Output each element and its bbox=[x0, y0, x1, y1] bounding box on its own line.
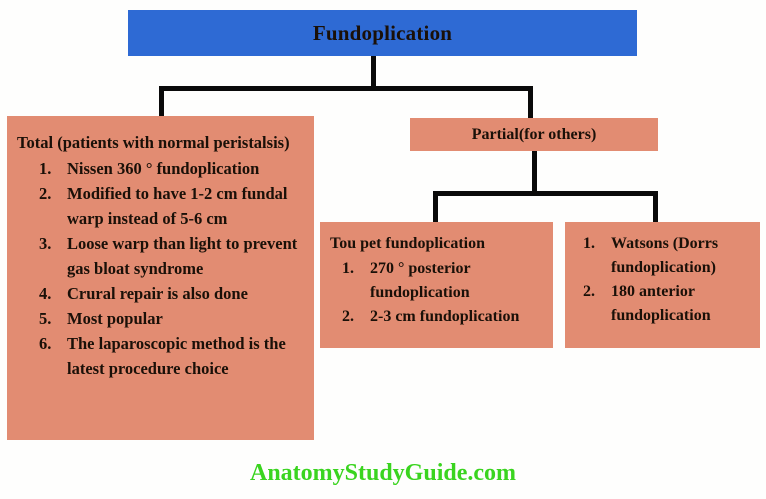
node-total: Total (patients with normal peristalsis)… bbox=[7, 116, 314, 440]
list-item-text: Modified to have 1-2 cm fundal warp inst… bbox=[67, 184, 288, 228]
connector-root-stem bbox=[371, 56, 376, 87]
list-item: 2. Modified to have 1-2 cm fundal warp i… bbox=[39, 181, 304, 231]
list-item: 5. Most popular bbox=[39, 306, 304, 331]
list-item-text: The laparoscopic method is the latest pr… bbox=[67, 334, 286, 378]
list-item-text: 180 anterior fundoplication bbox=[611, 283, 711, 324]
list-item: 1. 270 ° posterior fundoplication bbox=[342, 257, 545, 305]
list-item: 1. Watsons (Dorrs fundoplication) bbox=[583, 232, 752, 280]
node-total-heading: Total (patients with normal peristalsis) bbox=[17, 133, 290, 152]
list-item: 1. Nissen 360 ° fundoplication bbox=[39, 156, 304, 181]
list-number: 6. bbox=[39, 334, 52, 353]
list-number: 3. bbox=[39, 234, 52, 253]
node-fundoplication-title: Fundoplication bbox=[128, 10, 637, 56]
list-item: 3. Loose warp than light to prevent gas … bbox=[39, 231, 304, 281]
watermark-text: AnatomyStudyGuide.com bbox=[249, 460, 517, 486]
connector-level1-bar bbox=[159, 86, 533, 91]
list-item-text: Watsons (Dorrs fundoplication) bbox=[611, 235, 719, 276]
connector-partial-stem bbox=[532, 151, 537, 195]
list-item: 4. Crural repair is also done bbox=[39, 281, 304, 306]
list-item: 6. The laparoscopic method is the latest… bbox=[39, 331, 304, 381]
list-number: 1. bbox=[583, 235, 595, 252]
list-number: 2. bbox=[342, 308, 354, 325]
connector-level2-bar bbox=[433, 191, 658, 196]
connector-level2-right-drop bbox=[653, 191, 658, 223]
connector-level1-left-drop bbox=[159, 86, 164, 117]
node-watsons-list: 1. Watsons (Dorrs fundoplication) 2. 180… bbox=[579, 232, 752, 328]
list-number: 2. bbox=[39, 184, 52, 203]
list-number: 2. bbox=[583, 283, 595, 300]
list-item-text: Nissen 360 ° fundoplication bbox=[67, 159, 260, 178]
list-number: 1. bbox=[342, 260, 354, 277]
list-item-text: 270 ° posterior fundoplication bbox=[370, 260, 471, 301]
node-toupet: Tou pet fundoplication 1. 270 ° posterio… bbox=[320, 222, 553, 348]
node-title-label: Fundoplication bbox=[312, 20, 453, 45]
node-partial-label: Partial(for others) bbox=[471, 125, 597, 143]
list-item: 2. 2-3 cm fundoplication bbox=[342, 305, 545, 329]
list-item-text: Loose warp than light to prevent gas blo… bbox=[67, 234, 298, 278]
node-total-list: 1. Nissen 360 ° fundoplication 2. Modifi… bbox=[17, 156, 304, 381]
list-number: 5. bbox=[39, 309, 52, 328]
list-number: 1. bbox=[39, 159, 52, 178]
connector-level1-right-drop bbox=[528, 86, 533, 119]
node-toupet-heading: Tou pet fundoplication bbox=[330, 235, 486, 252]
node-toupet-list: 1. 270 ° posterior fundoplication 2. 2-3… bbox=[330, 257, 545, 329]
list-item-text: Most popular bbox=[67, 309, 163, 328]
list-item-text: 2-3 cm fundoplication bbox=[370, 308, 520, 325]
list-item-text: Crural repair is also done bbox=[67, 284, 248, 303]
list-item: 2. 180 anterior fundoplication bbox=[583, 280, 752, 328]
node-watsons: 1. Watsons (Dorrs fundoplication) 2. 180… bbox=[565, 222, 760, 348]
list-number: 4. bbox=[39, 284, 52, 303]
node-partial: Partial(for others) bbox=[410, 118, 658, 151]
connector-level2-left-drop bbox=[433, 191, 438, 223]
